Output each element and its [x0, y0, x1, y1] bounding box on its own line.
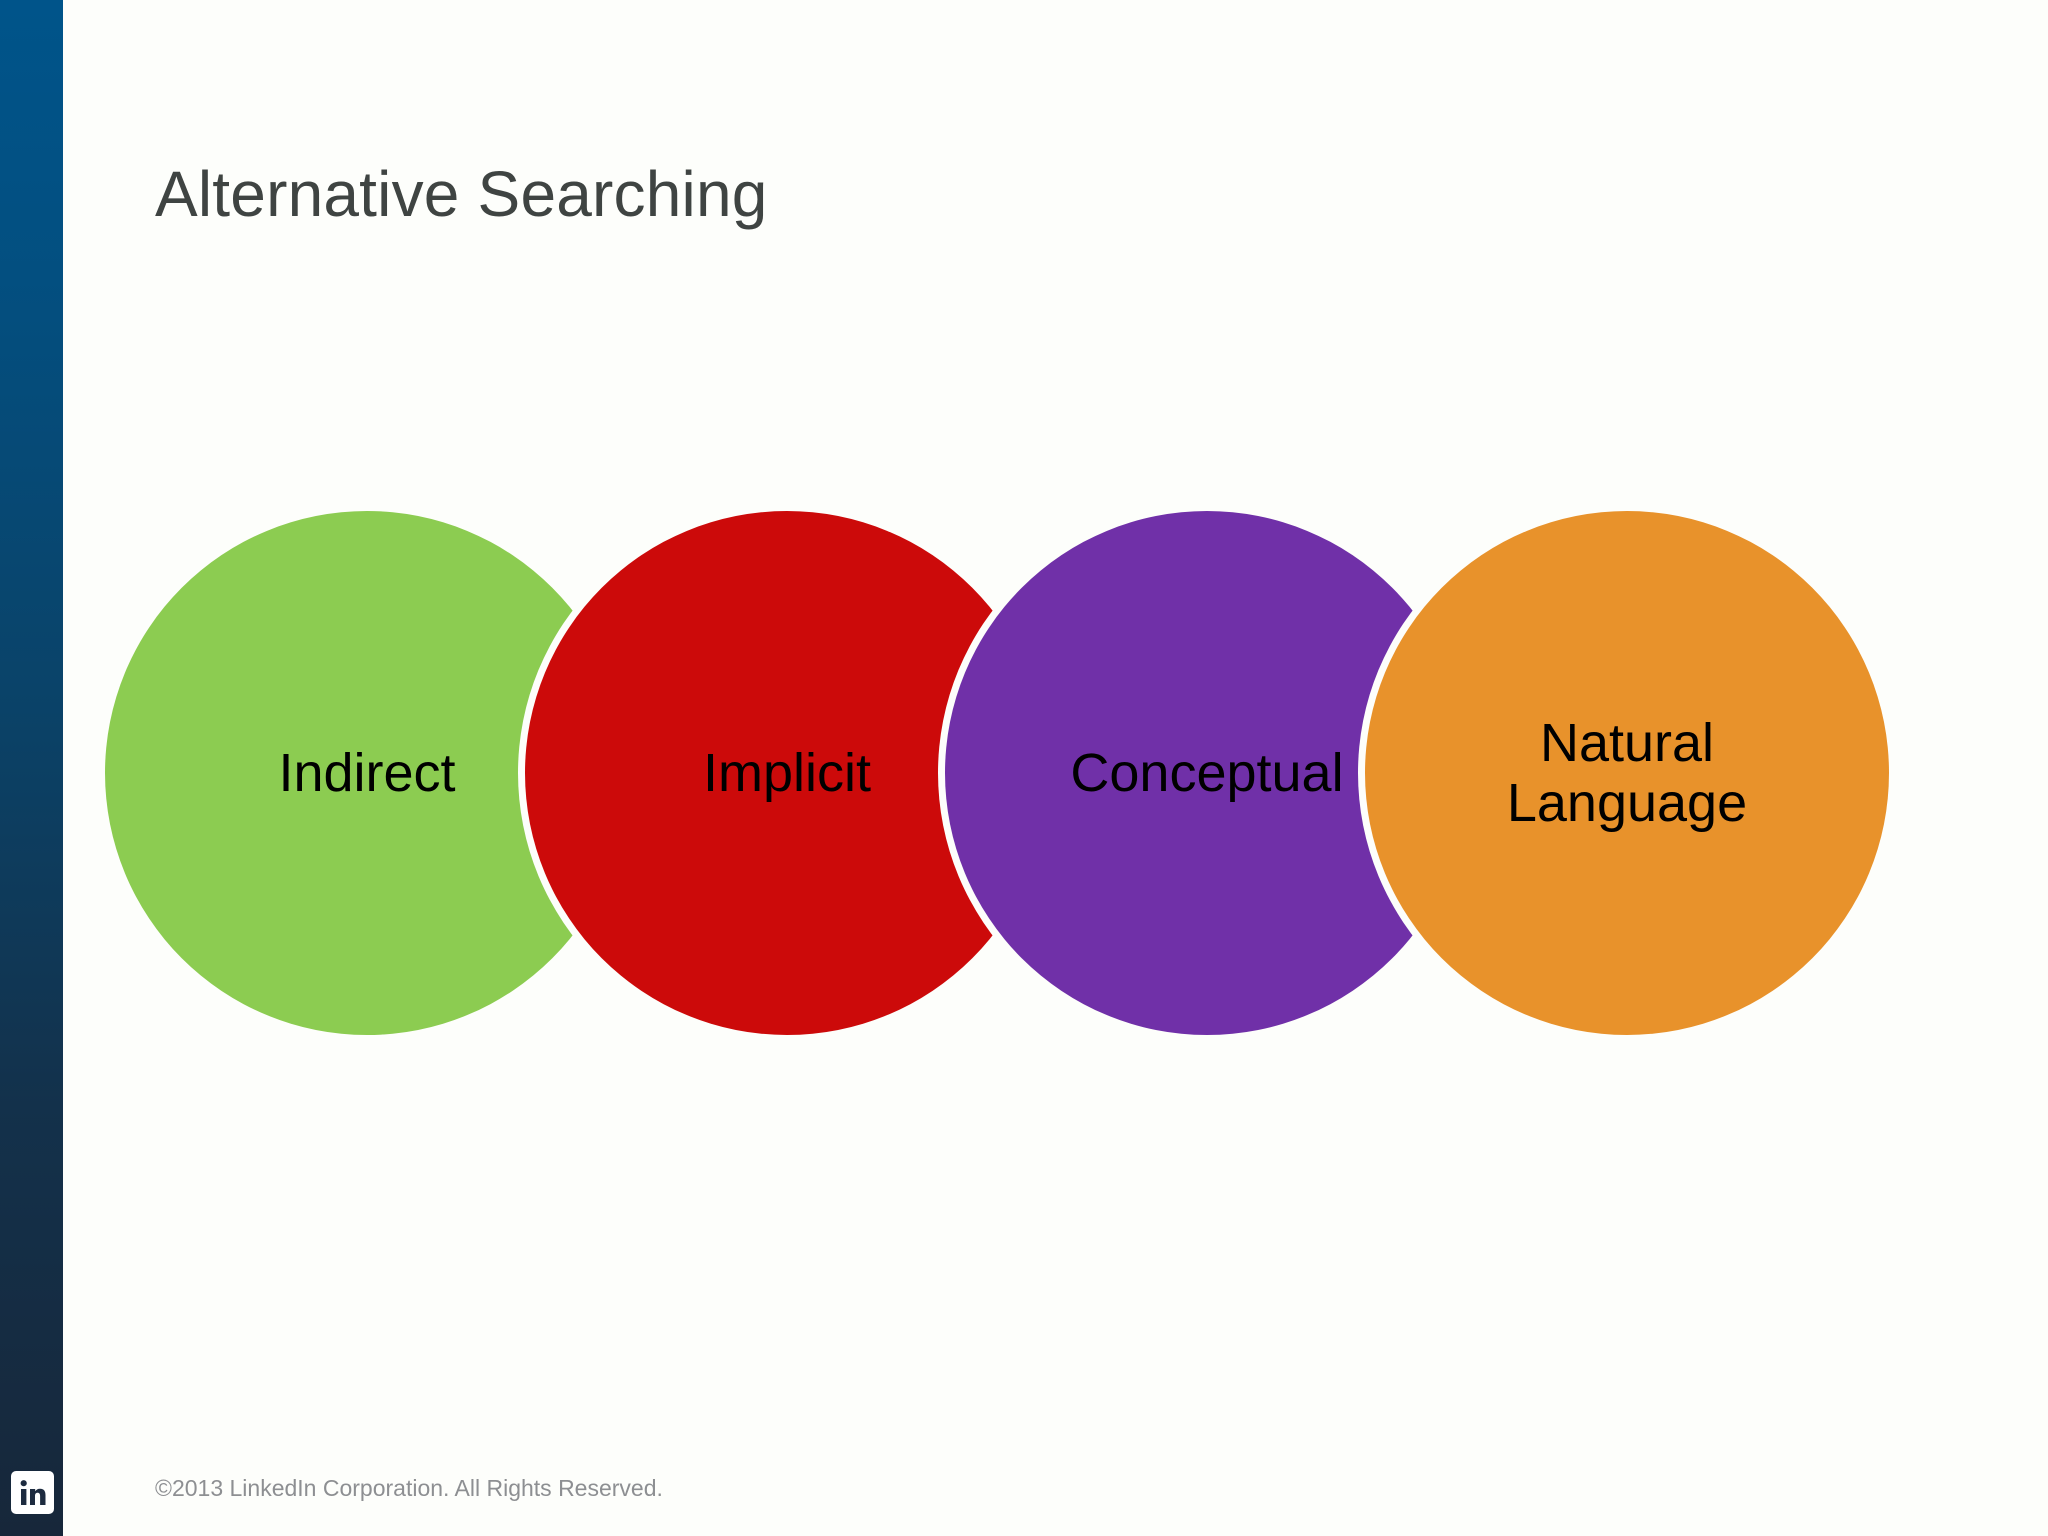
diagram-circle-indirect[interactable]: [105, 511, 629, 1035]
linkedin-logo: [11, 1471, 54, 1514]
diagram-circle-natural-language[interactable]: [1365, 511, 1889, 1035]
footer-copyright: ©2013 LinkedIn Corporation. All Rights R…: [155, 1475, 663, 1501]
brand-rail: [0, 0, 63, 1536]
diagram-circle-implicit[interactable]: [525, 511, 1049, 1035]
diagram-circle-conceptual[interactable]: [945, 511, 1469, 1035]
page-title: Alternative Searching: [155, 157, 768, 230]
